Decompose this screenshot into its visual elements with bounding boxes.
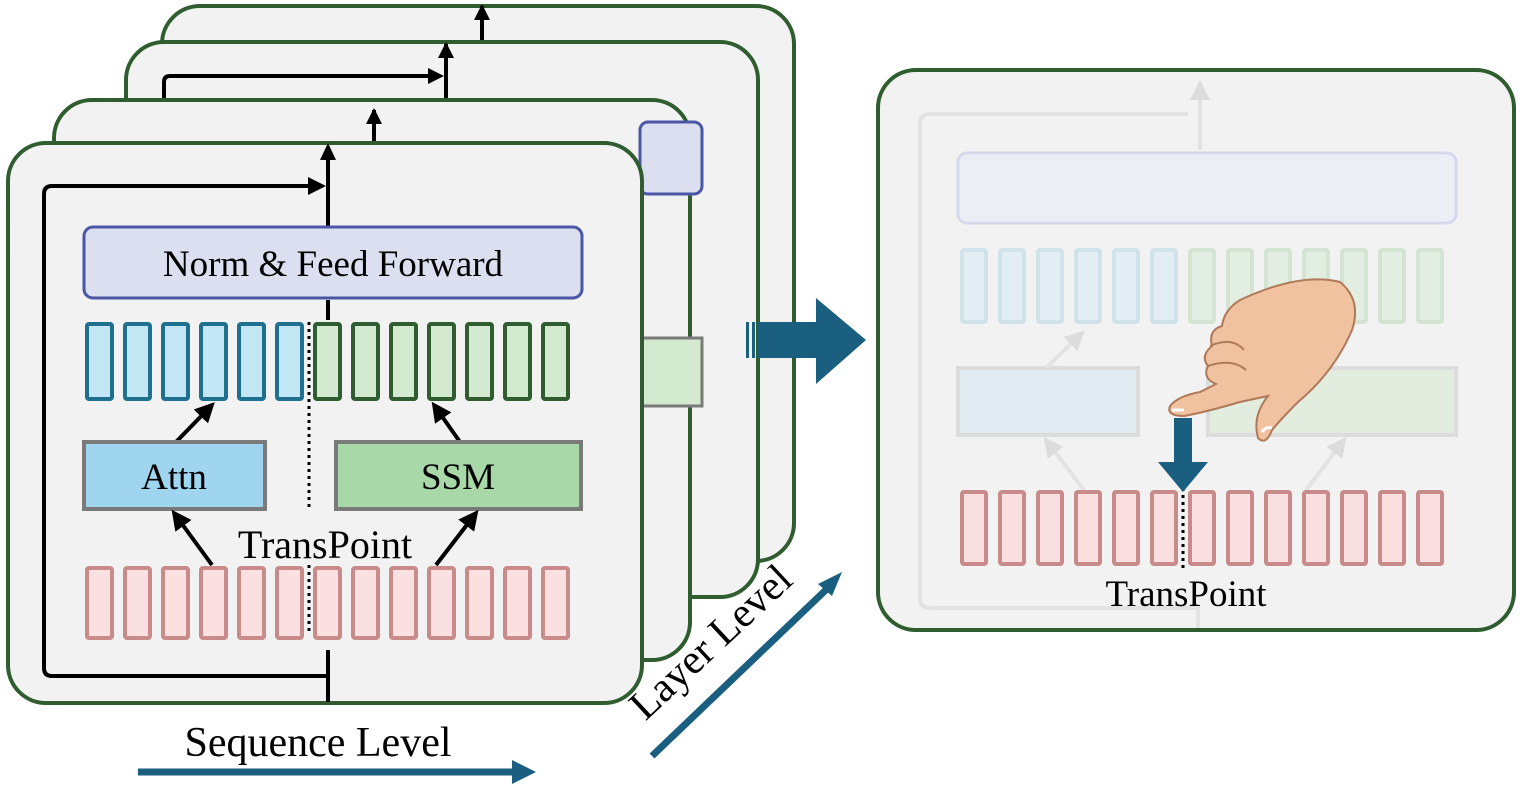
token — [1416, 490, 1444, 566]
token — [1416, 248, 1444, 324]
attn-block — [82, 440, 267, 511]
attn-label: Attn — [141, 457, 207, 498]
token — [998, 248, 1026, 324]
transpoint-label-left: TransPoint — [238, 522, 412, 567]
token — [1074, 490, 1102, 566]
token — [960, 248, 988, 324]
layer-card-front: Norm & Feed Forward Attn SSM TransPoint — [6, 141, 644, 705]
transpoint-panel: TransPoint — [876, 68, 1516, 632]
token — [1112, 248, 1140, 324]
token — [998, 490, 1026, 566]
token — [275, 566, 304, 640]
token — [1378, 248, 1406, 324]
token — [313, 566, 342, 640]
token — [1302, 490, 1330, 566]
token — [123, 322, 152, 401]
token — [1226, 490, 1254, 566]
norm-feed-forward-block — [82, 225, 584, 300]
token — [1340, 490, 1368, 566]
token — [541, 566, 570, 640]
token — [161, 322, 190, 401]
token — [275, 322, 304, 401]
ssm-block — [334, 440, 583, 511]
residual-path — [42, 184, 330, 702]
token — [313, 322, 342, 401]
token — [503, 566, 532, 640]
token — [1036, 490, 1064, 566]
token — [123, 566, 152, 640]
token — [389, 566, 418, 640]
token — [541, 322, 570, 401]
token — [503, 322, 532, 401]
pointing-hand-icon — [1168, 278, 1356, 442]
token — [237, 566, 266, 640]
token — [1264, 490, 1292, 566]
token — [85, 566, 114, 640]
transition-arrow — [746, 298, 866, 384]
sequence-level-axis: Sequence Level — [138, 720, 536, 784]
output-token-row — [85, 322, 570, 401]
token — [1074, 248, 1102, 324]
token — [1150, 248, 1178, 324]
token — [1036, 248, 1064, 324]
ssm-label: SSM — [421, 457, 495, 498]
token — [1112, 490, 1140, 566]
token — [199, 566, 228, 640]
token — [1188, 248, 1216, 324]
token — [427, 566, 456, 640]
token — [389, 322, 418, 401]
token — [427, 322, 456, 401]
right-input-token-row — [960, 490, 1444, 566]
token — [237, 322, 266, 401]
token — [199, 322, 228, 401]
token — [465, 322, 494, 401]
token — [1188, 490, 1216, 566]
sequence-level-label: Sequence Level — [184, 720, 451, 766]
token — [960, 490, 988, 566]
token — [465, 566, 494, 640]
norm-feed-forward-label: Norm & Feed Forward — [163, 244, 504, 285]
token — [351, 566, 380, 640]
token — [1150, 490, 1178, 566]
transpoint-label-right: TransPoint — [1105, 574, 1267, 615]
token — [351, 322, 380, 401]
token — [85, 322, 114, 401]
token — [161, 566, 190, 640]
input-token-row — [85, 566, 570, 640]
token — [1378, 490, 1406, 566]
